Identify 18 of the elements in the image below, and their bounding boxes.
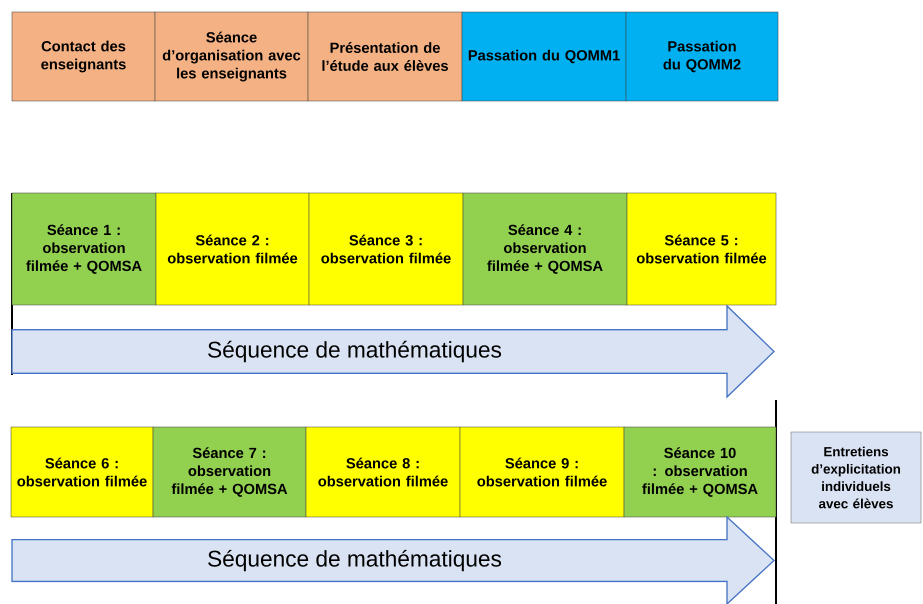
process-box: Séance d’organisation avec les enseignants (154, 12, 308, 102)
process-box: Présentation de l’étude aux élèves (308, 12, 462, 102)
process-box: Séance 4 : observation filmée + QOMSA (462, 192, 628, 306)
process-box: Séance 10 : observation filmée + QOMSA (624, 426, 776, 518)
arrow-banner: Séquence de mathématiques (11, 515, 775, 604)
process-box: Passation du QOMM1 (462, 12, 626, 102)
process-box: Séance 9 : observation filmée (460, 426, 624, 518)
process-box: Passation du QOMM2 (626, 12, 778, 102)
process-box: Séance 6 : observation filmée (10, 426, 154, 518)
process-box: Séance 5 : observation filmée (626, 192, 776, 306)
process-box: Séance 7 : observation filmée + QOMSA (152, 426, 306, 518)
process-box: Séance 3 : observation filmée (308, 192, 464, 306)
interview-box: Entretiens d’explicitation individuels avec élèves (790, 432, 922, 524)
process-box: Séance 1 : observation filmée + QOMSA (12, 192, 156, 306)
process-box: Séance 2 : observation filmée (156, 192, 310, 306)
arrow-banner: Séquence de mathématiques (11, 304, 775, 399)
process-box: Contact des enseignants (12, 12, 156, 102)
process-box: Séance 8 : observation filmée (306, 426, 460, 518)
